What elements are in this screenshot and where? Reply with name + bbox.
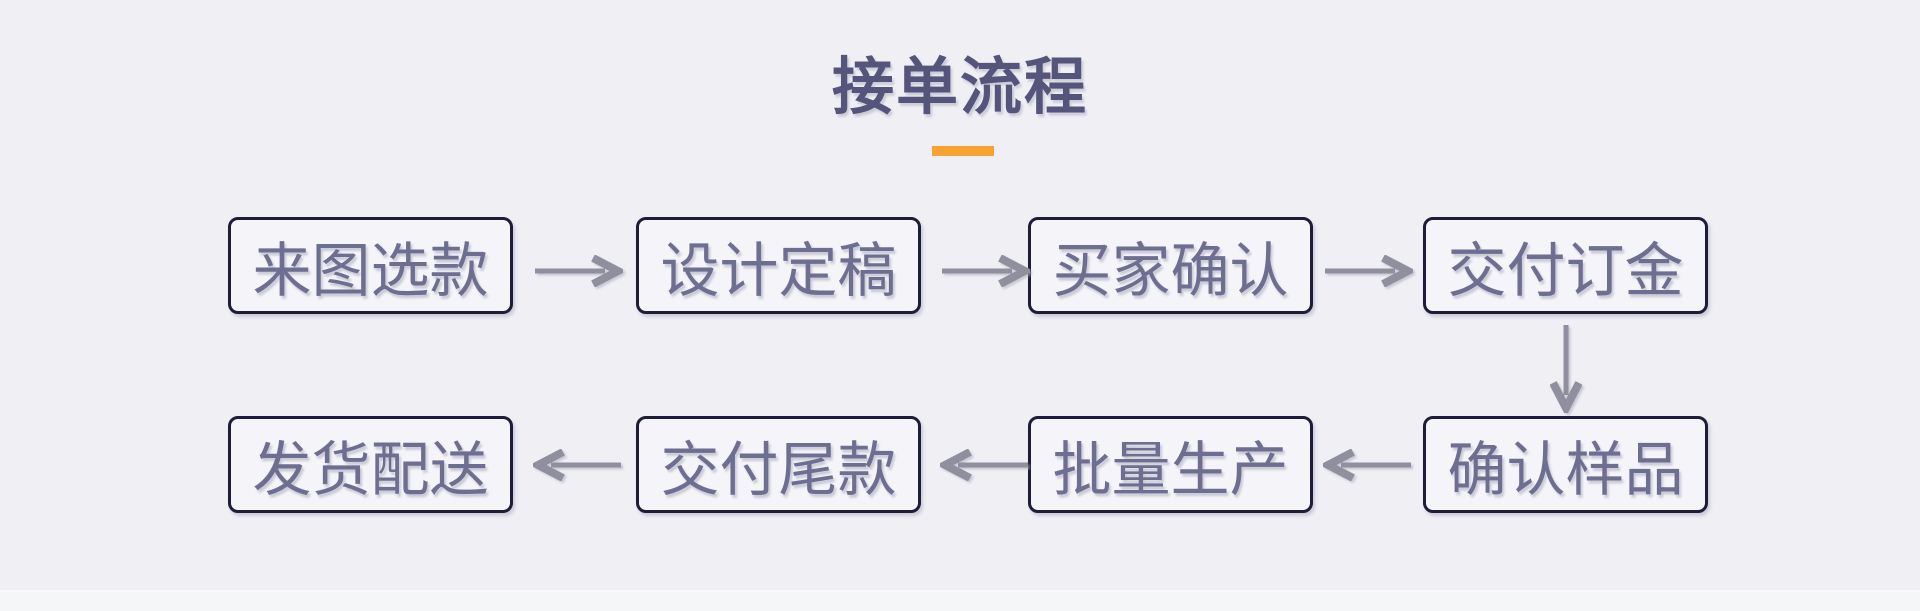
flow-step-2: 设计定稿 (636, 217, 921, 314)
arrow-right-icon (942, 255, 1030, 287)
flow-step-7: 交付尾款 (636, 416, 921, 513)
flow-step-3: 买家确认 (1028, 217, 1313, 314)
title-wrap: 接单流程 (0, 54, 1920, 122)
arrow-down-icon (1550, 325, 1582, 413)
section-divider (0, 590, 1920, 611)
flow-step-1: 来图选款 (228, 217, 513, 314)
flow-step-5: 确认样品 (1423, 416, 1708, 513)
arrow-left-icon (533, 449, 621, 481)
arrow-right-icon (1325, 255, 1413, 287)
title-accent-bar (932, 146, 994, 156)
flow-step-8: 发货配送 (228, 416, 513, 513)
arrow-left-icon (1323, 449, 1411, 481)
page-title: 接单流程 (831, 54, 1088, 122)
flow-step-6: 批量生产 (1028, 416, 1313, 513)
flow-step-4: 交付订金 (1423, 217, 1708, 314)
arrow-right-icon (535, 255, 623, 287)
arrow-left-icon (940, 449, 1028, 481)
